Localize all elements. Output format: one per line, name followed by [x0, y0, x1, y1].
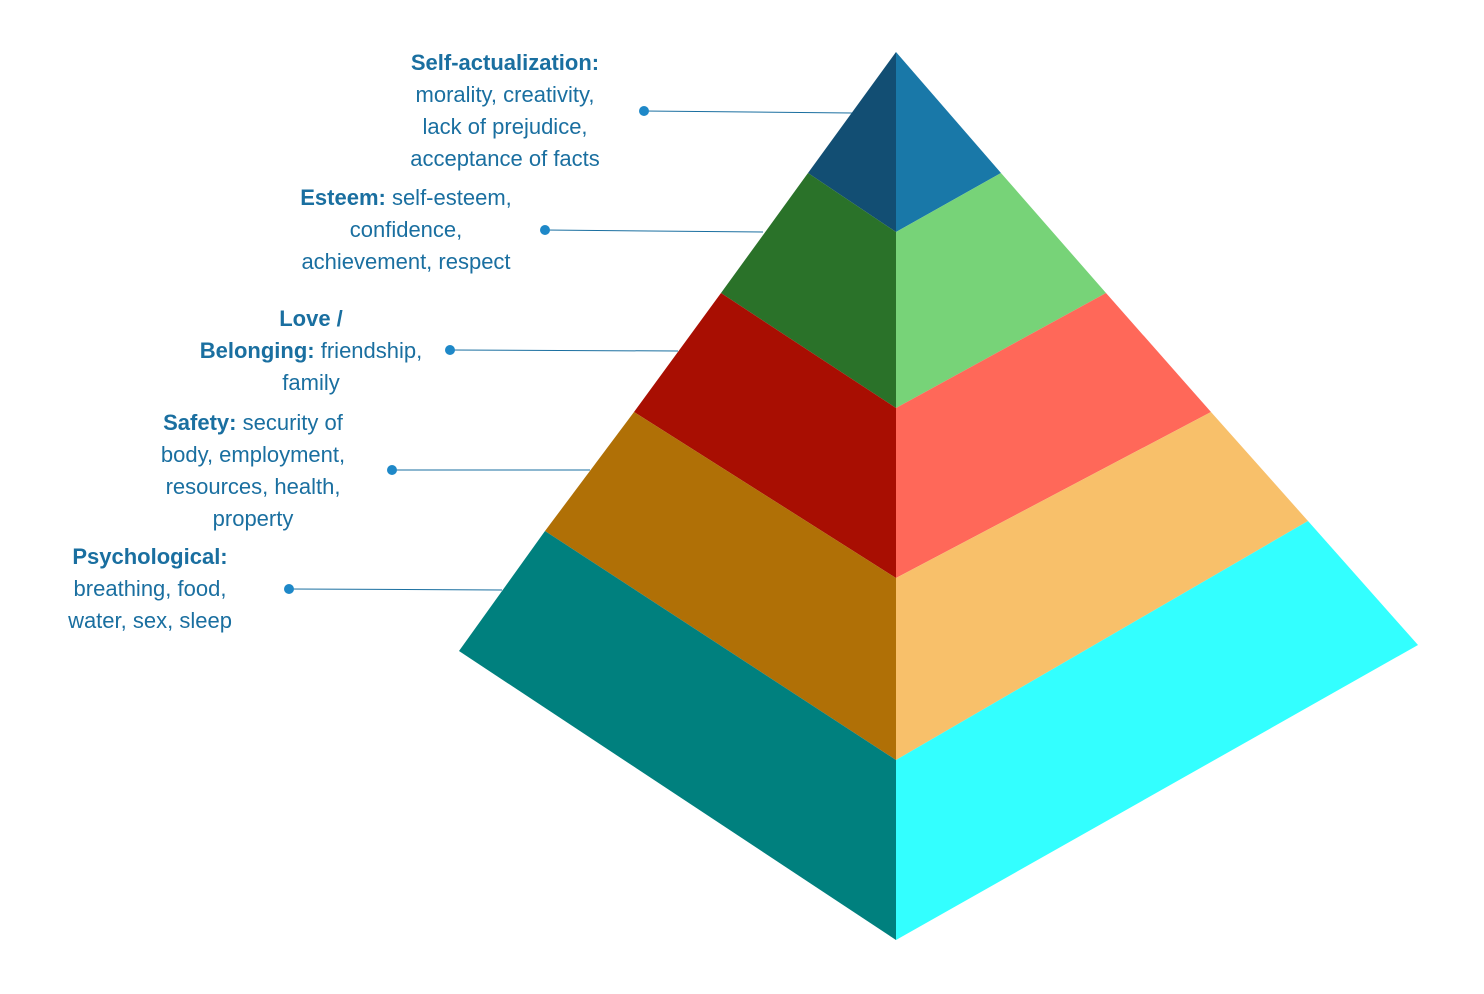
esteem-right-face	[896, 173, 1106, 408]
love-belonging-connector-line	[449, 349, 679, 352]
label-line: resources, health,	[165, 474, 341, 499]
label-line: confidence,	[349, 217, 463, 242]
safety-left-face	[545, 412, 896, 760]
label-line: acceptance of facts	[410, 146, 600, 171]
psychological-connector-dot	[284, 584, 294, 594]
esteem-connector-dot	[540, 225, 550, 235]
label-line: family	[282, 370, 340, 395]
label-line: water, sex, sleep	[68, 608, 232, 633]
safety-right-face	[896, 412, 1308, 760]
label-line: Belonging: friendship,	[199, 338, 423, 363]
safety-connector-dot	[387, 465, 397, 475]
self-actualization-connector-dot	[639, 106, 649, 116]
label-line: Esteem: self-esteem,	[300, 185, 512, 210]
psychological-label: Psychological: breathing, food, water, s…	[68, 541, 232, 637]
psychological-connector-line	[288, 588, 503, 591]
self-actualization-label: Self-actualization: morality, creativity…	[410, 47, 600, 175]
esteem-connector-line	[544, 229, 764, 233]
label-line: Psychological:	[72, 544, 228, 569]
self-actualization-connector-line	[643, 110, 853, 114]
psychological-left-face	[459, 531, 896, 940]
label-line: morality, creativity,	[415, 82, 595, 107]
label-line: body, employment,	[160, 442, 346, 467]
esteem-left-face	[721, 173, 896, 408]
self-actualization-right-face	[896, 52, 1001, 232]
love-belonging-label: Love / Belonging: friendship, family	[200, 303, 423, 399]
label-line: property	[212, 506, 294, 531]
label-line: Safety: security of	[163, 410, 343, 435]
love-belonging-right-face	[896, 293, 1211, 578]
self-actualization-left-face	[808, 52, 896, 232]
safety-label: Safety: security of body, employment, re…	[161, 407, 345, 535]
label-line: breathing, food,	[73, 576, 227, 601]
love-belonging-left-face	[634, 293, 896, 578]
label-line: Love /	[279, 306, 343, 331]
love-belonging-connector-dot	[445, 345, 455, 355]
label-line: lack of prejudice,	[422, 114, 588, 139]
label-line: Self-actualization:	[410, 50, 600, 75]
esteem-label: Esteem: self-esteem, confidence, achieve…	[300, 182, 512, 278]
label-line: achievement, respect	[301, 249, 511, 274]
psychological-right-face	[896, 521, 1418, 940]
